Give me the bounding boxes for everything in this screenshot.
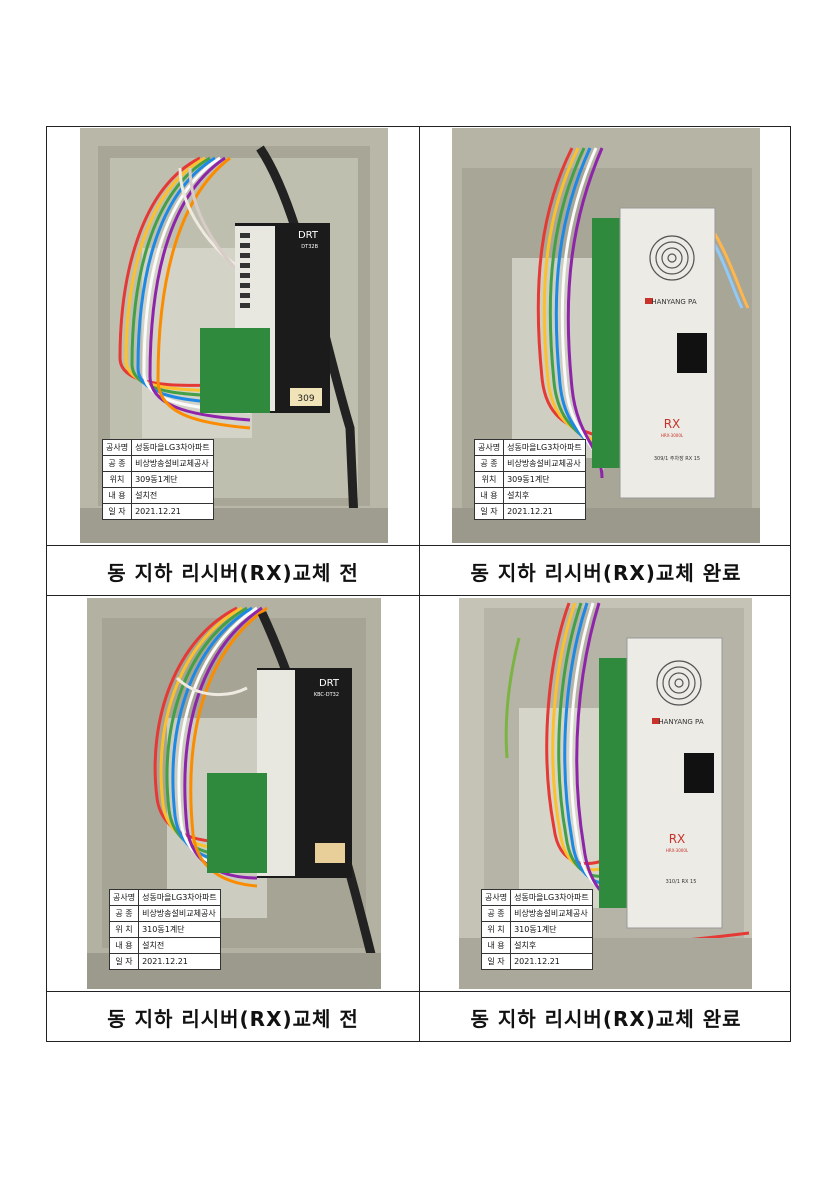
table-divider [47,595,790,596]
info-key: 위 치 [480,921,512,938]
info-key: 공 종 [480,905,512,922]
info-key: 일 자 [480,953,512,970]
info-content: 설치후 [510,937,593,954]
device-label: DRT [298,230,319,241]
info-key: 위 치 [108,921,140,938]
table-divider [47,991,790,992]
info-kind: 비상방송설비교체공사 [510,905,593,922]
info-date: 2021.12.21 [138,953,221,970]
info-date: 2021.12.21 [510,953,593,970]
info-key: 내 용 [101,487,133,504]
info-key: 내 용 [480,937,512,954]
info-key: 공 종 [473,455,505,472]
info-key: 일 자 [473,503,505,520]
info-project: 성동마을LG3차아파트 [503,439,586,456]
caption-after: 동 지하 리시버(RX)교체 완료 [470,560,742,585]
table-divider [419,127,420,1041]
info-key: 공 종 [108,905,140,922]
device-model: KBC-DT32 [314,692,339,698]
device-model: HRX-3000L [666,848,689,853]
table-divider [47,545,790,546]
info-key: 공사명 [101,439,133,456]
info-date: 2021.12.21 [503,503,586,520]
info-content: 설치전 [138,937,221,954]
info-key: 공사명 [473,439,505,456]
info-location: 310동1계단 [510,921,593,938]
info-project: 성동마을LG3차아파트 [510,889,593,906]
device-tag: 310/1 RX 15 [666,879,697,885]
brand-label: HANYANG PA [651,298,696,306]
device-model: HRX-3000L [661,433,684,438]
caption-before: 동 지하 리시버(RX)교체 전 [107,1006,359,1031]
info-key: 내 용 [473,487,505,504]
info-location: 310동1계단 [138,921,221,938]
photo-after-309: HANYANG PA RX HRX-3000L 309/1 주차장 RX 15 … [452,128,760,543]
info-content: 설치후 [503,487,586,504]
info-project: 성동마을LG3차아파트 [138,889,221,906]
info-kind: 비상방송설비교체공사 [503,455,586,472]
device-tag: 309/1 주차장 RX 15 [654,455,700,462]
brand-label: HANYANG PA [658,718,703,726]
info-key: 위치 [101,471,133,488]
info-kind: 비상방송설비교체공사 [138,905,221,922]
info-key: 위치 [473,471,505,488]
info-key: 내 용 [108,937,140,954]
info-content: 설치전 [131,487,214,504]
info-location: 309동1계단 [503,471,586,488]
device-label: RX [664,417,681,431]
info-key: 일 자 [101,503,133,520]
info-key: 공사명 [108,889,140,906]
handwritten-tag: 309 [297,394,314,404]
info-kind: 비상방송설비교체공사 [131,455,214,472]
device-model: DT32B [301,244,318,250]
info-project: 성동마을LG3차아파트 [131,439,214,456]
info-location: 309동1계단 [131,471,214,488]
device-label: DRT [319,678,340,689]
info-date: 2021.12.21 [131,503,214,520]
caption-after: 동 지하 리시버(RX)교체 완료 [470,1006,742,1031]
caption-before: 동 지하 리시버(RX)교체 전 [107,560,359,585]
info-key: 공사명 [480,889,512,906]
info-key: 공 종 [101,455,133,472]
device-label: RX [669,832,686,846]
info-key: 일 자 [108,953,140,970]
